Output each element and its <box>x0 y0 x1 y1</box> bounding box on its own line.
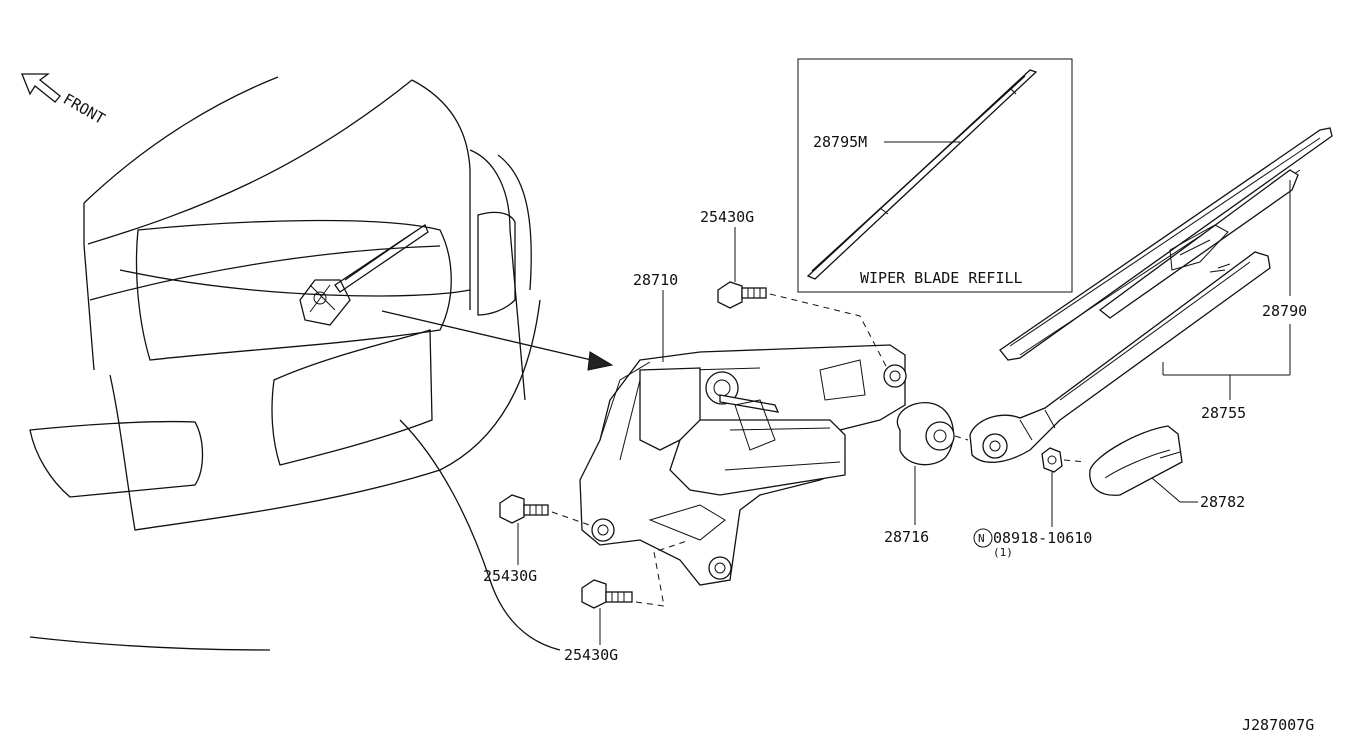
wiper-blade <box>999 127 1333 361</box>
arm-label: 28755 <box>1201 404 1246 422</box>
wiper-arm <box>969 251 1271 463</box>
refill-inset: 28795M WIPER BLADE REFILL <box>797 58 1073 293</box>
bolt-bottom: 25430G <box>564 539 691 664</box>
wiper-motor-assembly: 28710 <box>579 271 907 586</box>
motor-label: 28710 <box>633 271 678 289</box>
figure-code: J287007G <box>1242 716 1314 734</box>
nut: N 08918-10610 (1) <box>973 447 1092 559</box>
bolt-left: 25430G <box>483 494 593 585</box>
location-arrow <box>381 310 614 371</box>
cap-label: 28782 <box>1200 493 1245 511</box>
refill-part-number: 28795M <box>813 133 867 151</box>
refill-caption: WIPER BLADE REFILL <box>860 269 1023 287</box>
vehicle-rear-outline <box>29 76 561 651</box>
seal-label: 28716 <box>884 528 929 546</box>
bolt-top: 25430G <box>700 208 889 371</box>
blade-arm-leaders: 28790 28755 <box>1162 180 1307 422</box>
bolt-bottom-label: 25430G <box>564 646 618 664</box>
nut-circle-symbol: N <box>978 532 985 545</box>
front-label: FRONT <box>60 90 108 128</box>
nut-label: 08918-10610 <box>993 529 1092 547</box>
bolt-left-label: 25430G <box>483 567 537 585</box>
seal-grommet: 28716 <box>884 402 969 546</box>
nut-quantity: (1) <box>993 546 1013 559</box>
bolt-top-label: 25430G <box>700 208 754 226</box>
front-direction-arrow: FRONT <box>21 73 108 128</box>
wiper-on-vehicle <box>299 224 429 326</box>
pivot-cap: 28782 <box>1089 425 1245 511</box>
blade-label: 28790 <box>1262 302 1307 320</box>
